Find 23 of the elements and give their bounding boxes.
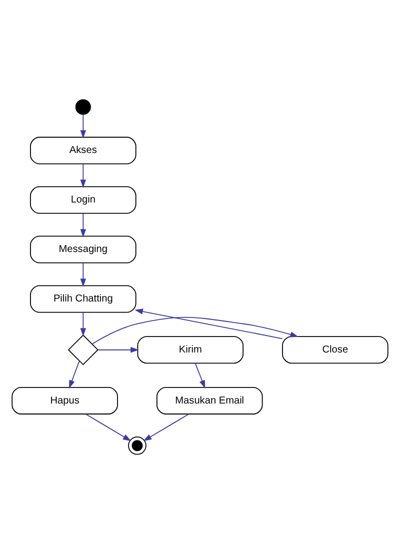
node-box: Kirim bbox=[137, 336, 244, 364]
arrow bbox=[92, 316, 298, 344]
arrow bbox=[134, 308, 283, 340]
arrow bbox=[85, 414, 132, 442]
node-box: Messaging bbox=[30, 236, 136, 264]
arrow bbox=[80, 213, 86, 238]
node-box: Akses bbox=[30, 136, 136, 164]
arrow bbox=[143, 414, 190, 442]
node-bullseye bbox=[128, 436, 146, 455]
arrow bbox=[69, 360, 80, 389]
node-diamond bbox=[68, 334, 98, 366]
node-circle bbox=[75, 99, 91, 115]
arrow bbox=[80, 164, 86, 188]
node-box: Hapus bbox=[12, 386, 118, 414]
arrow bbox=[80, 114, 86, 138]
arrow bbox=[80, 312, 86, 336]
arrow bbox=[98, 346, 139, 353]
arrow bbox=[194, 362, 206, 389]
node-box: Close bbox=[282, 336, 388, 364]
arrow bbox=[80, 262, 86, 287]
node-box: Login bbox=[30, 186, 136, 214]
node-box: Masukan Email bbox=[156, 386, 263, 414]
node-box: Pilih Chatting bbox=[30, 285, 136, 313]
